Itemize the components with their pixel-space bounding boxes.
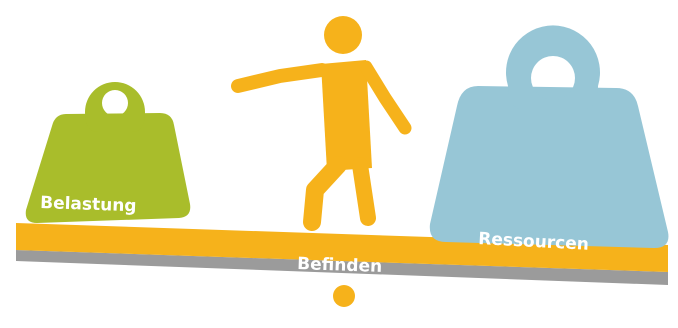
wellbeing-label: Befinden	[297, 254, 383, 277]
load-label: Belastung	[40, 193, 137, 216]
weight-icon	[430, 25, 669, 248]
person-icon	[238, 16, 405, 222]
fulcrum-dot-icon	[333, 285, 355, 307]
